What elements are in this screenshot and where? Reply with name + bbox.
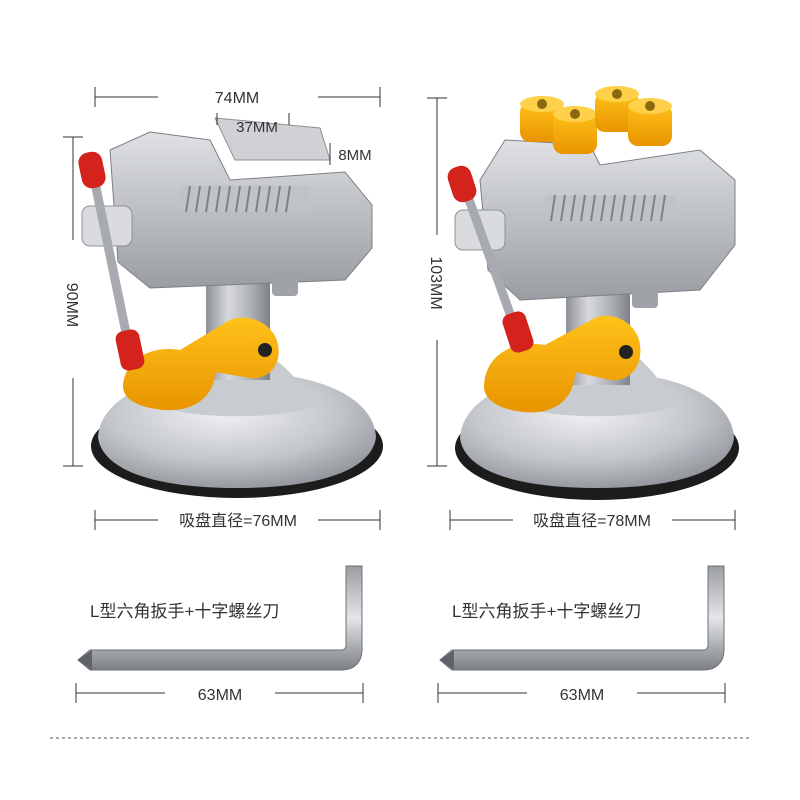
- orange-pad: [553, 106, 597, 154]
- right-screw-thread: [550, 194, 666, 222]
- left-handle-bar: [87, 163, 135, 357]
- right-l-wrench: [439, 565, 725, 671]
- right-lever-pin: [619, 345, 633, 359]
- left-tool-length-label: 63MM: [198, 687, 242, 704]
- right-tool-length-label: 63MM: [560, 687, 604, 704]
- left-jaw-width-label: 37MM: [236, 119, 278, 136]
- left-l-wrench: [77, 565, 363, 671]
- right-handle-cap-top: [447, 165, 477, 203]
- left-handle-cap-top: [78, 151, 106, 189]
- left-width-label: 74MM: [215, 90, 259, 107]
- left-height-label: 90MM: [63, 283, 80, 327]
- left-lever-pin: [258, 343, 272, 357]
- left-handle-cap-bottom: [115, 329, 145, 371]
- dimension-lines: [63, 87, 736, 703]
- orange-pad: [628, 98, 672, 146]
- left-orange-lever: [122, 317, 279, 411]
- right-orange-lever: [483, 315, 641, 413]
- right-orange-pads: [520, 86, 672, 154]
- left-suction-label: 吸盘直径=76MM: [179, 511, 297, 530]
- right-handle-bar: [457, 175, 523, 341]
- right-lock-knob: [632, 282, 658, 308]
- right-vise: [447, 86, 739, 500]
- left-screw-thread: [185, 185, 291, 213]
- right-handle-cap-bottom: [502, 311, 534, 353]
- left-lock-knob: [272, 270, 298, 296]
- left-tool-name: L型六角扳手+十字螺丝刀: [90, 602, 279, 621]
- right-suction-label: 吸盘直径=78MM: [533, 511, 651, 530]
- right-height-label: 103MM: [427, 256, 444, 309]
- left-vise: [78, 117, 383, 498]
- left-jaw-depth-label: 8MM: [338, 147, 371, 164]
- right-tool-name: L型六角扳手+十字螺丝刀: [452, 602, 641, 621]
